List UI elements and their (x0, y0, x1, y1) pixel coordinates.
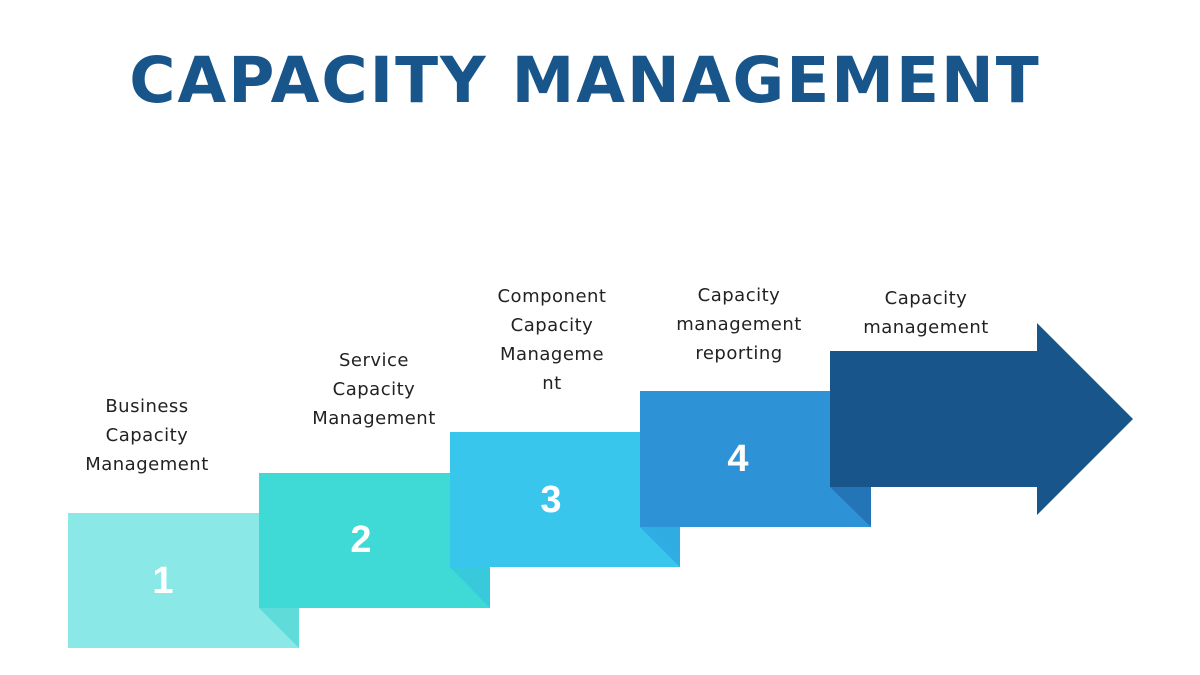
step-3-fold (640, 527, 680, 567)
step-1-fold (259, 608, 299, 648)
step-2-label: Service Capacity Management (274, 346, 474, 433)
step-1-number: 1 (152, 560, 174, 602)
label-line: Manageme (499, 344, 605, 365)
step-2-number: 2 (350, 519, 372, 561)
label-line: reporting (695, 343, 783, 364)
label-line: Component (497, 286, 607, 307)
label-line: management (863, 317, 989, 338)
label-line: management (676, 314, 802, 335)
label-line: Capacity (332, 379, 416, 400)
step-3-number: 3 (540, 479, 562, 521)
label-line: Service (338, 350, 410, 371)
label-line: Capacity (105, 425, 189, 446)
step-4-label: Capacity management reporting (639, 281, 839, 368)
final-label: Capacity management (826, 284, 1026, 342)
final-arrow (830, 323, 1133, 515)
page-title: CAPACITY MANAGEMENT (129, 44, 1041, 117)
step-4-number: 4 (727, 438, 749, 480)
label-line: nt (542, 373, 562, 394)
step-2-fold (450, 567, 490, 608)
label-line: Capacity (697, 285, 781, 306)
label-line: Capacity (884, 288, 968, 309)
step-1-label: Business Capacity Management (47, 392, 247, 479)
label-line: Management (312, 408, 436, 429)
label-line: Capacity (510, 315, 594, 336)
step-3-label: Component Capacity Manageme nt (452, 282, 652, 398)
label-line: Management (85, 454, 209, 475)
label-line: Business (105, 396, 189, 417)
step-4-fold (830, 487, 871, 527)
